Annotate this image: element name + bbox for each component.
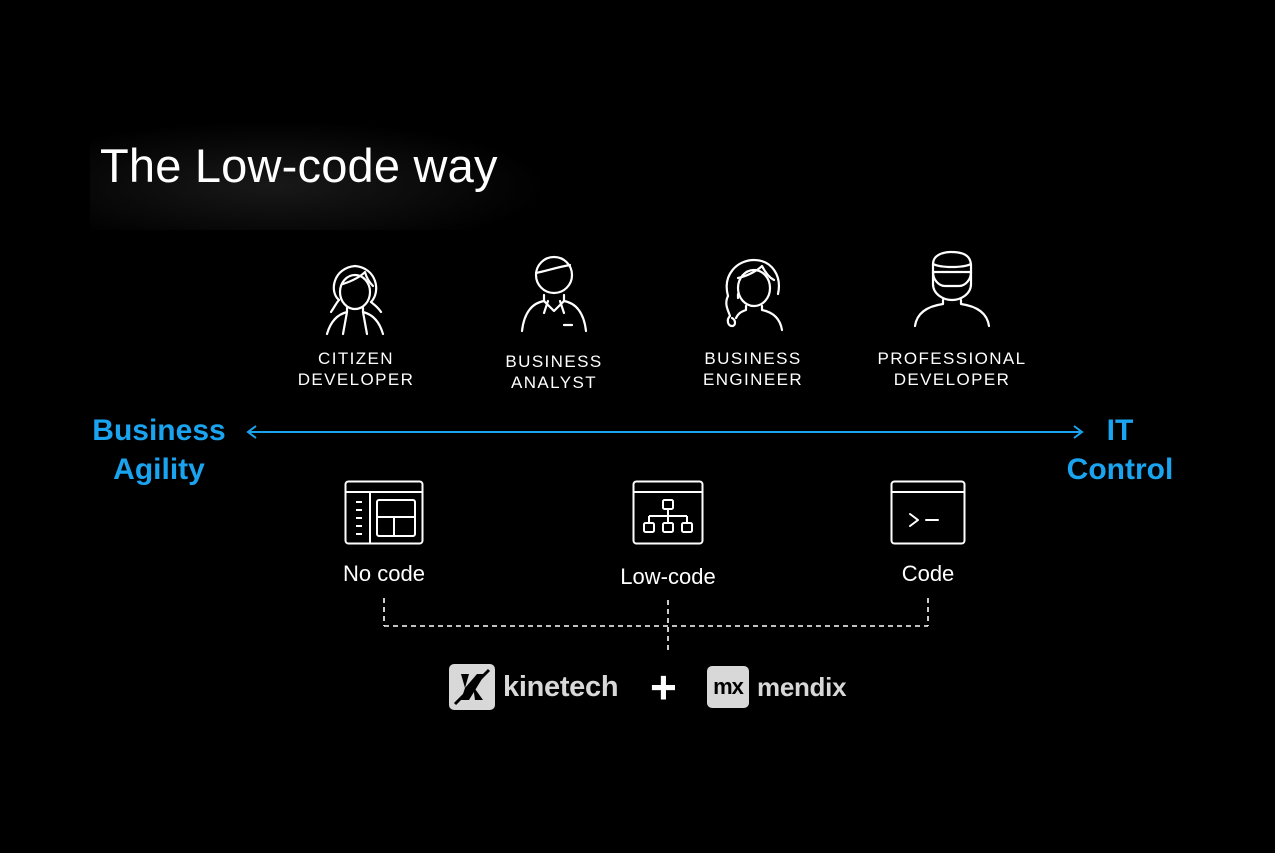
tool-label: Code	[901, 561, 955, 586]
tool-label: No code	[343, 561, 425, 586]
kinetech-logo-icon	[449, 664, 495, 710]
mendix-wordmark: mendix	[757, 671, 847, 702]
page-title: The Low-code way	[100, 139, 498, 192]
axis-right-label: IT Control	[1066, 414, 1174, 486]
persona-label: PROFESSIONAL DEVELOPER	[877, 349, 1027, 389]
tool-no-code: No code	[304, 480, 464, 587]
persona-business-analyst: BUSINESS ANALYST	[464, 255, 644, 393]
tool-low-code: Low-code	[588, 480, 748, 590]
kinetech-logo: kinetech	[449, 664, 619, 710]
persona-label: CITIZEN DEVELOPER	[297, 349, 415, 389]
persona-business-engineer: BUSINESS ENGINEER	[663, 258, 843, 390]
title-glow	[90, 120, 550, 230]
woman-headset-icon	[725, 258, 784, 332]
tool-label: Low-code	[620, 564, 716, 589]
agility-control-axis-arrow	[246, 425, 1084, 439]
plus-sign: +	[650, 661, 677, 713]
layout-window-icon	[344, 480, 424, 545]
man-icon	[520, 255, 588, 333]
developer-icon	[913, 250, 991, 328]
terminal-window-icon	[890, 480, 966, 545]
axis-left-label: Business Agility	[92, 414, 226, 486]
persona-label: BUSINESS ANALYST	[505, 352, 603, 392]
mendix-logo-icon: mx	[707, 666, 749, 708]
persona-label: BUSINESS ENGINEER	[703, 349, 803, 389]
kinetech-wordmark: kinetech	[503, 670, 619, 703]
woman-icon	[325, 264, 385, 336]
mendix-logo: mx mendix	[707, 666, 847, 708]
persona-professional-developer: PROFESSIONAL DEVELOPER	[862, 250, 1042, 390]
mendix-mark: mx	[713, 674, 744, 699]
dashed-bracket-connector	[383, 598, 929, 652]
persona-citizen-developer: CITIZEN DEVELOPER	[266, 262, 446, 390]
flowchart-window-icon	[632, 480, 704, 545]
tool-code: Code	[848, 480, 1008, 587]
